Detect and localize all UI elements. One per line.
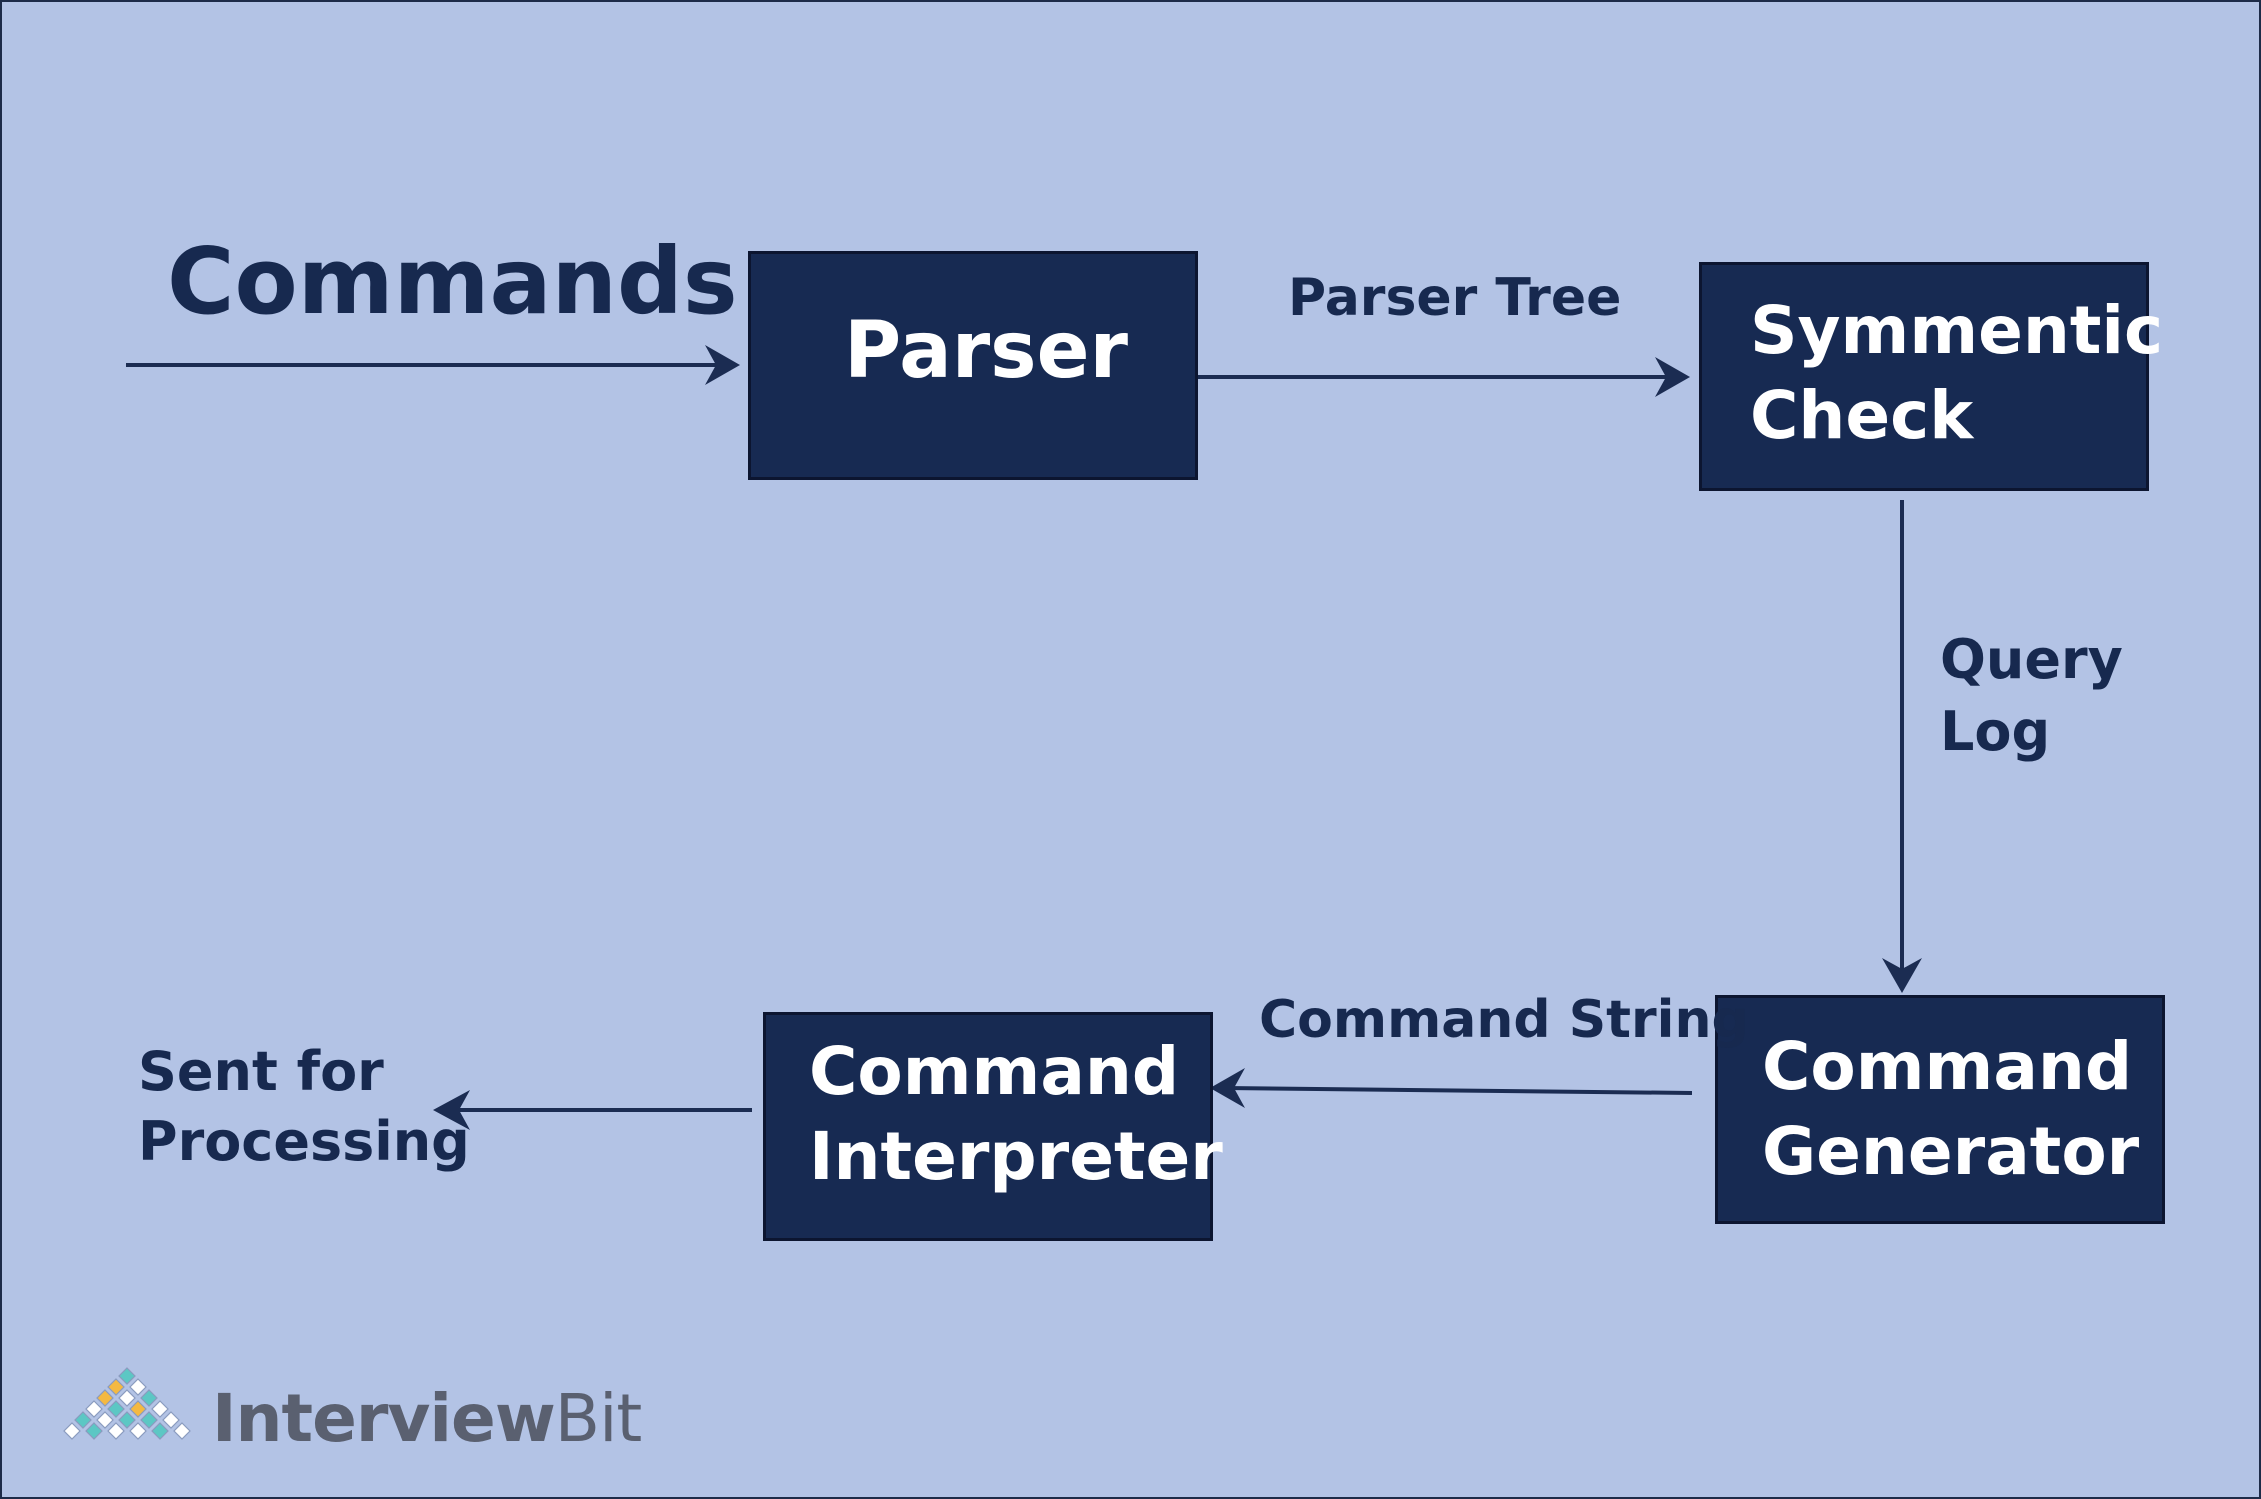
symmetric-check-node-label-line2: Check <box>1750 377 1974 454</box>
output-label-line2: Processing <box>138 1110 470 1173</box>
command-generator-node-label-line2: Generator <box>1762 1113 2140 1190</box>
arrow-command-generator-to-command-interpreter <box>1210 1068 1693 1108</box>
edge-label-command-string: Command String <box>1259 990 1749 1050</box>
brand-wordmark: InterviewBit <box>212 1380 642 1457</box>
arrow-parser-to-symmetric-check <box>1198 357 1690 397</box>
output-label-line1: Sent for <box>138 1040 384 1103</box>
command-generator-node-label-line1: Command <box>1762 1028 2133 1105</box>
symmetric-check-node-label-line1: Symmentic <box>1750 292 2164 369</box>
arrow-symmetric-check-to-command-generator <box>1882 500 1922 993</box>
edge-label-query-log-line1: Query <box>1940 628 2123 691</box>
brand-wordmark-light: Bit <box>554 1380 642 1457</box>
symmetric-check-node: Symmentic Check <box>1699 262 2163 491</box>
parser-node: Parser <box>748 251 1198 480</box>
edge-label-query-log-line2: Log <box>1940 700 2051 763</box>
command-interpreter-node: Command Interpreter <box>763 1012 1223 1241</box>
diamond-grid-logo-icon <box>63 1367 191 1440</box>
edge-label-parser-tree: Parser Tree <box>1288 268 1622 328</box>
command-interpreter-node-label-line1: Command <box>809 1033 1180 1110</box>
command-generator-node: Command Generator <box>1715 995 2165 1224</box>
input-label-commands: Commands <box>167 228 738 335</box>
brand-wordmark-bold: Interview <box>212 1380 556 1457</box>
arrow-commands-to-parser <box>126 345 740 385</box>
parser-node-label: Parser <box>844 306 1128 396</box>
arrow-command-interpreter-to-output <box>433 1090 752 1130</box>
command-interpreter-node-label-line2: Interpreter <box>809 1118 1223 1195</box>
